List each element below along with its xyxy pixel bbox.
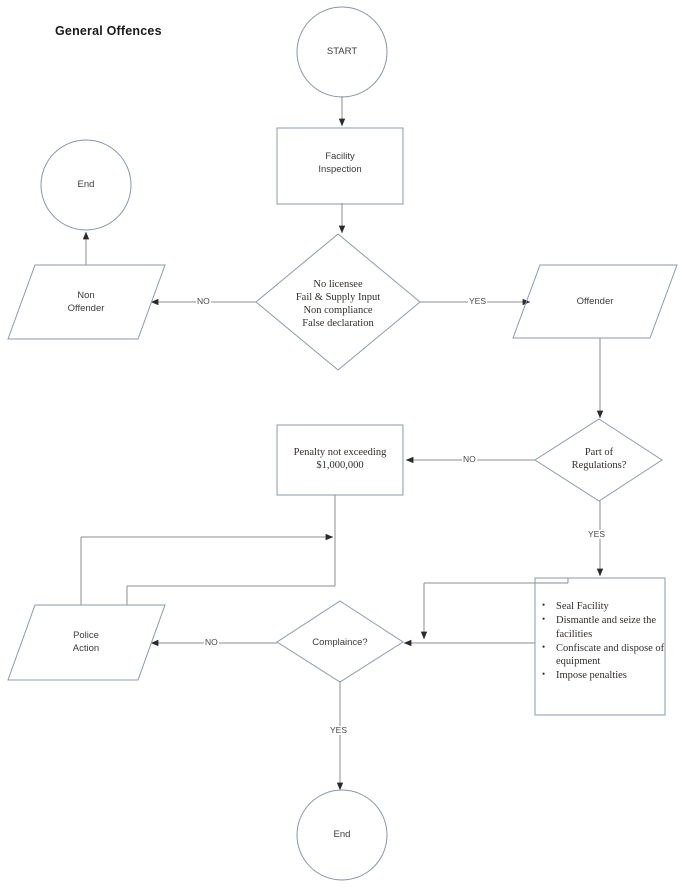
node-actions-list: Seal Facility Dismantle and seize the fa…: [540, 600, 665, 683]
edge-label-compliance-yes: YES: [329, 725, 349, 735]
list-item: Seal Facility: [542, 600, 665, 614]
edge-label-compliance-no: NO: [204, 637, 219, 647]
node-compliance-decision: [276, 600, 404, 683]
node-actions: [534, 577, 666, 716]
list-item: Impose penalties: [542, 669, 665, 683]
edge-label-regulations-no: NO: [462, 454, 477, 464]
node-facility-inspection: [276, 127, 404, 205]
node-violation-decision: [255, 233, 421, 371]
edge-label-regulations-yes: YES: [587, 529, 607, 539]
list-item: Dismantle and seize the facilities: [542, 614, 665, 642]
edge-label-violation-no: NO: [196, 296, 211, 306]
list-item: Confiscate and dispose of equipment: [542, 642, 665, 670]
diagram-title: General Offences: [55, 24, 162, 38]
node-offender: [512, 264, 678, 339]
node-start: [296, 6, 388, 98]
edge-label-violation-yes: YES: [468, 296, 488, 306]
node-penalty: [276, 424, 404, 496]
node-regulations-decision: [534, 418, 663, 502]
node-police-action: [7, 604, 166, 681]
node-end-bottom: [296, 789, 388, 881]
node-non-offender: [7, 264, 166, 340]
node-end-top: [40, 139, 132, 231]
